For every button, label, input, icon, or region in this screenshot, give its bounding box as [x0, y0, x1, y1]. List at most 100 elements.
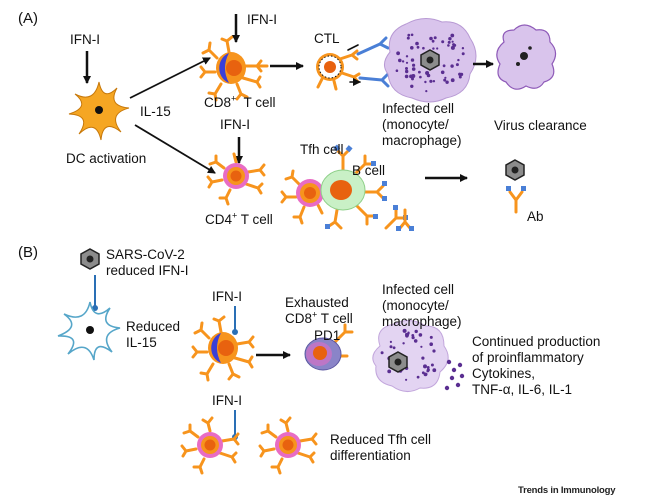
speckle-dot [425, 373, 428, 376]
ctl-receptors [347, 36, 390, 86]
speckle-dot [410, 84, 414, 88]
speckle-dot [448, 37, 452, 41]
speckle-dot [405, 378, 408, 381]
il15-label: IL-15 [140, 104, 171, 119]
reduced-tfh-label: Reduced Tfh cell differentiation [330, 432, 432, 463]
speckle-dot [430, 363, 434, 367]
speckle-dot [440, 70, 445, 75]
speckle-dot [457, 58, 460, 62]
speckle-dot [392, 346, 396, 350]
speckle-dot [410, 46, 414, 50]
speckle-dot [458, 75, 462, 79]
speckle-dot [425, 90, 428, 93]
speckle-dot [455, 63, 459, 67]
speckle-dot [460, 72, 464, 76]
cd4-t-cell-b1 [180, 416, 240, 475]
neutralized-virus [505, 159, 525, 181]
speckle-dot [413, 339, 418, 343]
dc-activation-label: DC activation [66, 151, 147, 166]
speckle-dot [416, 375, 420, 379]
speckle-dot [395, 69, 399, 72]
speckle-dot [396, 51, 400, 56]
antibody-label: Ab [527, 209, 544, 224]
speckle-dot [445, 80, 449, 84]
speckle-dot [402, 342, 405, 345]
arrow-dc-to-cd4 [134, 124, 216, 174]
ifn-label-cd8: IFN-I [247, 12, 277, 27]
journal-watermark: Trends in Immunology [518, 485, 616, 496]
reduced-il15-label: Reduced IL-15 [126, 319, 181, 350]
ifn-label-cd4: IFN-I [220, 117, 250, 132]
speckle-dot [429, 79, 433, 83]
cd4-t-cell [206, 152, 266, 206]
speckle-dot [405, 67, 408, 70]
speckle-dot [444, 76, 447, 79]
inhibition-line-dc [92, 275, 98, 311]
speckle-dot [404, 74, 409, 79]
speckle-dot [423, 364, 427, 369]
speckle-dot [426, 366, 430, 369]
infected-cell-a [384, 18, 477, 103]
sars-cov-2-virus [80, 248, 100, 270]
cd4-t-cell-b2 [258, 416, 318, 475]
antibody-icon [506, 186, 526, 214]
speckle-dot [380, 351, 384, 355]
speckle-dot [410, 58, 415, 62]
speckle-dot [412, 63, 416, 67]
speckle-dot [419, 75, 422, 79]
speckle-dot [405, 69, 409, 74]
infected-cell-label-a: Infected cell (monocyte/ macrophage) [382, 101, 462, 148]
speckle-dot [421, 356, 425, 360]
speckle-dot [450, 33, 455, 38]
b-cell [320, 144, 387, 230]
speckle-dot [410, 33, 414, 37]
ifn-label-b2: IFN-I [212, 393, 242, 408]
speckle-dot [433, 36, 437, 40]
speckle-dot [407, 33, 411, 37]
speckle-dot [429, 36, 433, 41]
speckle-dot [424, 80, 427, 84]
speckle-dot [422, 46, 425, 50]
virus-particle [420, 49, 440, 71]
speckle-dot [389, 345, 393, 349]
speckle-dot [436, 47, 439, 50]
ctl-cell [316, 49, 361, 91]
virus-clearance-label: Virus clearance [494, 118, 587, 133]
free-antibodies [384, 205, 414, 231]
speckle-dot [405, 61, 409, 64]
speckle-dot [387, 369, 392, 374]
sars-cov-2-label: SARS-CoV-2 reduced IFN-I [106, 247, 189, 278]
speckle-dot [432, 368, 437, 373]
infected-cell-label-b: Infected cell (monocyte/ macrophage) [382, 282, 462, 329]
speckle-dot [420, 345, 423, 348]
speckle-dot [453, 43, 457, 47]
infected-cell-b [372, 320, 449, 392]
cd8-t-cell-label: CD8+ T cell [204, 93, 276, 110]
speckle-dot [411, 74, 416, 78]
speckle-dot [450, 78, 455, 83]
panel-b-label: (B) [18, 244, 38, 261]
speckle-dot [461, 47, 465, 50]
speckle-dot [447, 40, 451, 44]
speckle-dot [407, 332, 410, 335]
speckle-dot [418, 70, 421, 74]
infected-cell-dots [395, 33, 465, 93]
speckle-dot [432, 80, 436, 83]
speckle-dot [389, 340, 392, 343]
virus-clearance-cell [496, 24, 557, 90]
continued-production-label: Continued production of proinflammatory … [472, 334, 601, 397]
speckle-dot [450, 45, 455, 50]
inhibition-line-cd8 [232, 306, 238, 335]
panel-a-label: (A) [18, 10, 38, 27]
ifn-label-b1: IFN-I [212, 289, 242, 304]
speckle-dot [411, 77, 414, 81]
speckle-dot [416, 45, 420, 49]
speckle-dot [441, 40, 445, 44]
dendritic-cell-activated [68, 81, 130, 141]
pd1-label: PD1 [314, 328, 341, 343]
b-cell-label: B cell [352, 163, 386, 178]
exhausted-cd8-t-cell [304, 323, 354, 371]
tfh-cell-label: Tfh cell [300, 142, 344, 157]
